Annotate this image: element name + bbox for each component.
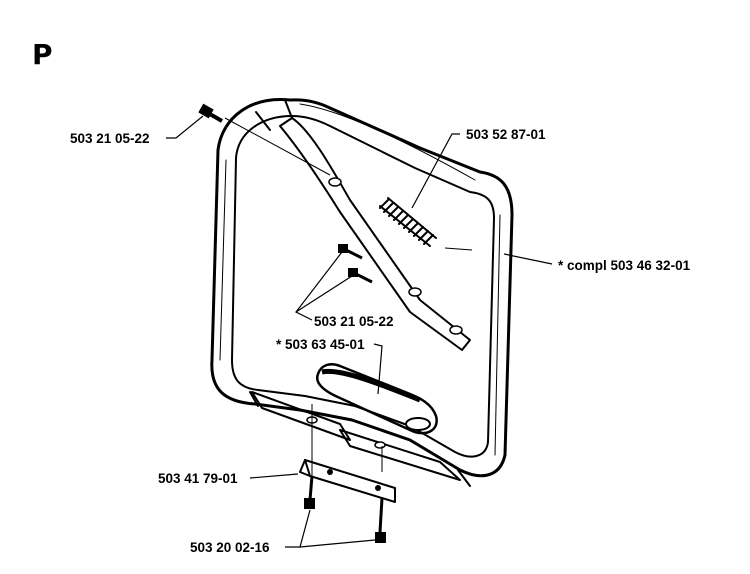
label-spring: 503 52 87-01 xyxy=(466,127,546,142)
label-screws-bottom: 503 20 02-16 xyxy=(190,540,270,555)
label-bracket: 503 41 79-01 xyxy=(158,471,238,486)
label-screws-middle: 503 21 05-22 xyxy=(314,314,394,329)
section-letter: P xyxy=(32,38,53,71)
screw-middle-upper-icon xyxy=(338,244,363,260)
spring xyxy=(379,197,437,247)
strut-bar xyxy=(224,117,473,351)
screw-bottom-left-icon xyxy=(304,404,315,509)
label-grip: * 503 63 45-01 xyxy=(276,337,365,352)
label-screw-top: 503 21 05-22 xyxy=(70,131,150,146)
screw-bottom-right-icon xyxy=(375,446,386,543)
leader-lines xyxy=(166,115,553,548)
rubber-grip xyxy=(315,363,438,435)
screw-middle-lower-icon xyxy=(348,268,373,284)
bottom-plates xyxy=(251,391,461,481)
bracket-plate xyxy=(299,459,396,503)
handle-frame xyxy=(210,98,514,487)
screw-top-icon xyxy=(198,103,223,123)
label-handle-complete: * compl 503 46 32-01 xyxy=(558,258,691,273)
